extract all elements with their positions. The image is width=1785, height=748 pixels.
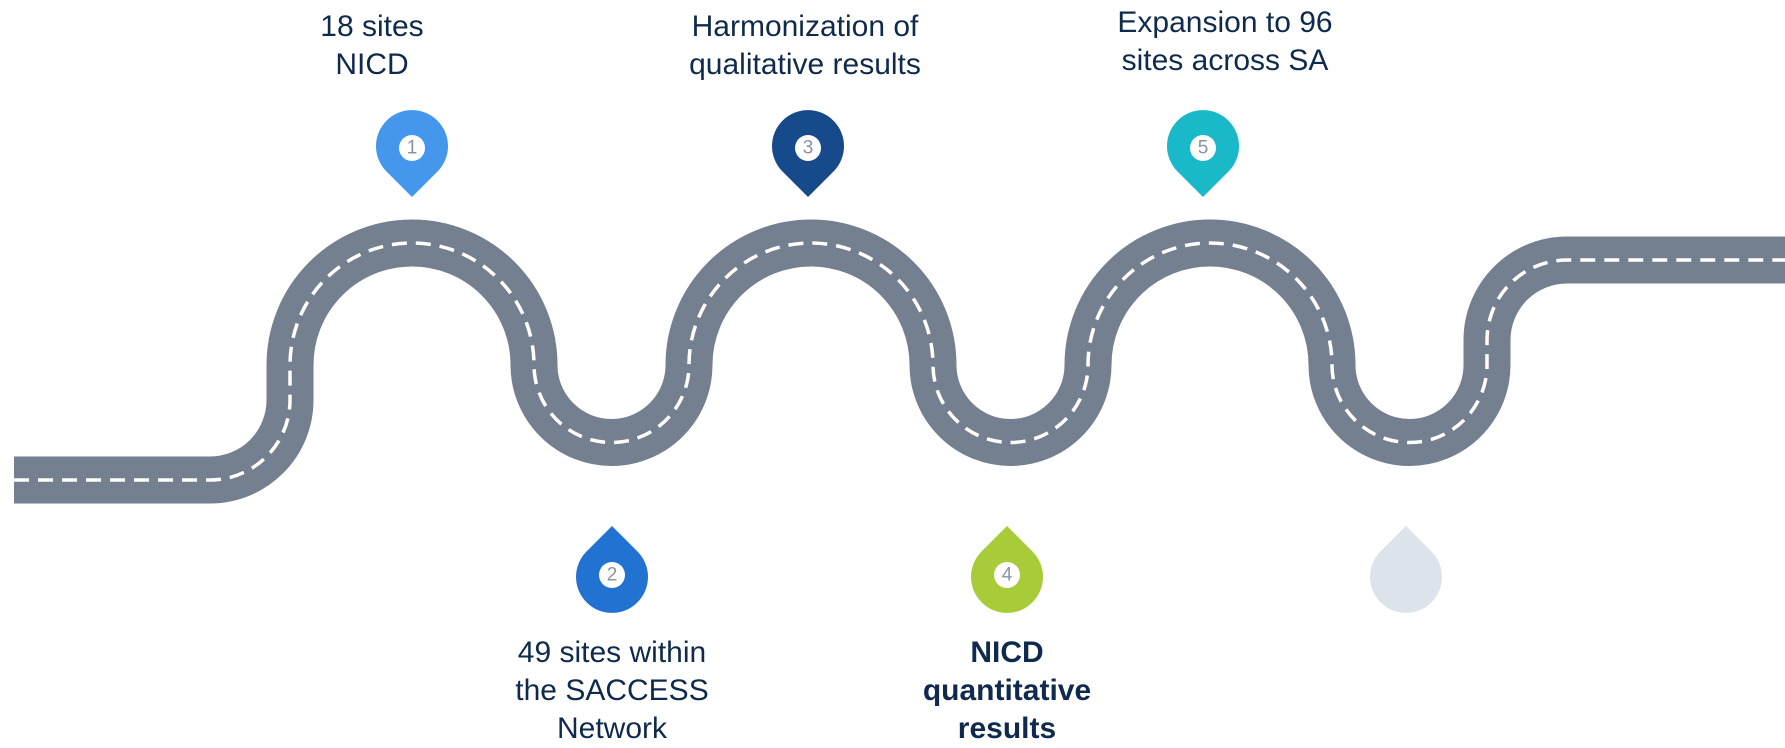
- road: [14, 219, 1785, 504]
- pin-number-badge: [1190, 135, 1216, 161]
- pin-number-badge: [994, 562, 1020, 588]
- pin-number: 1: [407, 138, 418, 159]
- milestone-label-line: sites across SA: [1121, 44, 1329, 77]
- milestone-label-line: 18 sites: [320, 10, 424, 43]
- milestone-pins: 1 2 3 4 5: [376, 110, 1442, 613]
- pin-number-badge: [399, 135, 425, 161]
- pin-number: 4: [1002, 565, 1013, 586]
- milestone-label-line: 49 sites within: [517, 636, 707, 669]
- milestone-label-line: qualitative results: [689, 48, 921, 81]
- pin-number: 3: [803, 138, 814, 159]
- milestone-label-5: Expansion to 96 sites across SA: [1055, 4, 1395, 80]
- milestone-pin-2: 2: [576, 526, 648, 613]
- milestone-label-line: quantitative: [922, 674, 1092, 707]
- milestone-label-2: 49 sites within the SACCESS Network: [442, 634, 782, 748]
- milestone-label-line: Network: [556, 712, 668, 745]
- milestone-label-line: NICD: [335, 48, 409, 81]
- milestone-label-4: NICD quantitative results: [837, 634, 1177, 748]
- pin-number: 5: [1198, 138, 1209, 159]
- road-surface: [14, 219, 1785, 504]
- milestone-pin-3: 3: [772, 110, 844, 197]
- milestone-label-line: the SACCESS: [515, 674, 709, 707]
- map-pin-icon: [1370, 526, 1442, 613]
- milestone-label-3: Harmonization of qualitative results: [635, 8, 975, 84]
- milestone-label-line: NICD: [970, 636, 1044, 669]
- pin-number-badge: [599, 562, 625, 588]
- road-center-dashes: [14, 241, 1785, 482]
- milestone-pin-1: 1: [376, 110, 448, 197]
- milestone-pin-4: 4: [971, 526, 1043, 613]
- milestone-label-line: results: [957, 712, 1057, 745]
- milestone-label-line: Expansion to 96: [1117, 6, 1333, 39]
- milestone-pin-5: 5: [1167, 110, 1239, 197]
- milestone-pin-6: [1370, 526, 1442, 613]
- milestone-label-line: Harmonization of: [691, 10, 919, 43]
- pin-number-badge: [795, 135, 821, 161]
- pin-number: 2: [607, 565, 618, 586]
